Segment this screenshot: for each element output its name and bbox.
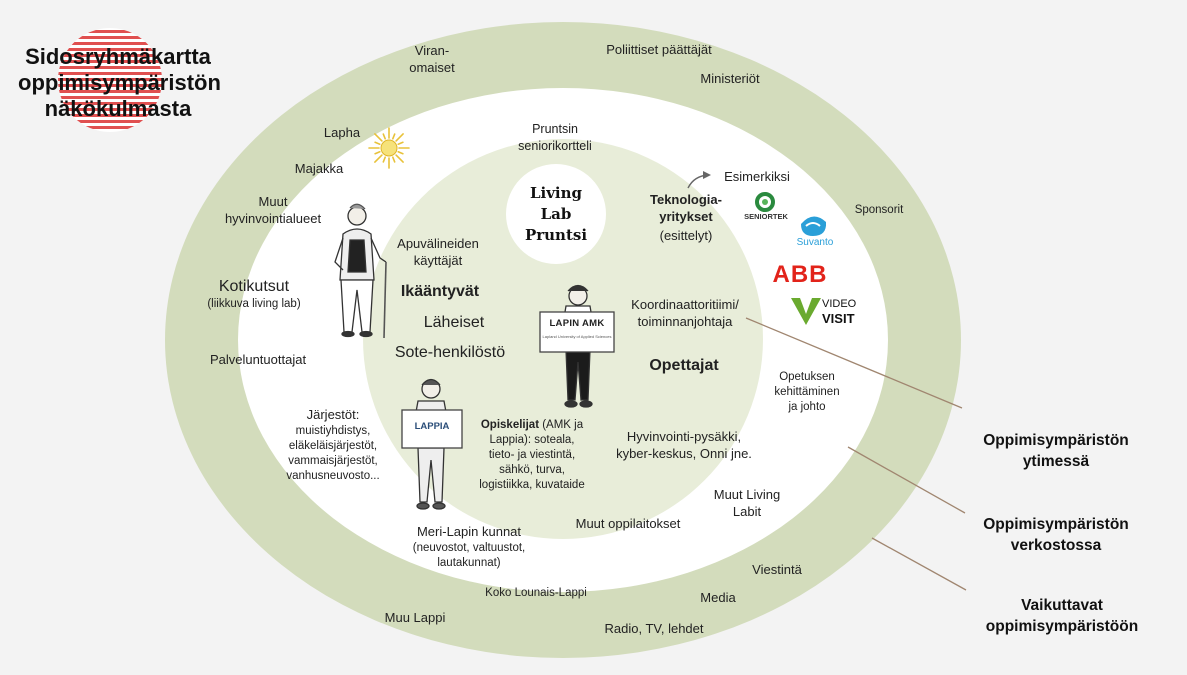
title-stripes: [58, 28, 162, 132]
label-opiskelijat-rest: (AMK ja Lappia): soteala, tieto- ja vies…: [479, 419, 585, 491]
label-poliittiset: Poliittiset päättäjät: [606, 42, 712, 57]
title-stripe: [58, 78, 162, 81]
label-esittelyt: (esittelyt): [659, 228, 713, 243]
suvanto-logo-text: Suvanto: [796, 237, 834, 248]
title-stripe: [58, 84, 162, 87]
videovisit-logo-video: VIDEO: [822, 298, 857, 310]
label-esimerkiksi: Esimerkiksi: [724, 169, 790, 184]
connector-affecting: [871, 537, 967, 591]
connector-network: [847, 446, 966, 514]
sun-ray: [395, 133, 404, 142]
title-stripe: [58, 54, 162, 57]
sun-ray: [395, 154, 404, 163]
label-opiskelijat: Opiskelijat (AMK ja Lappia): soteala, ti…: [470, 418, 594, 493]
title-stripe: [58, 48, 162, 51]
title-stripe: [58, 90, 162, 93]
seniortek-logo: [755, 192, 775, 212]
title-stripe: [58, 42, 162, 45]
sun-ray: [391, 133, 396, 140]
sun-ray: [374, 150, 381, 155]
label-palveluntuottajat: Palveluntuottajat: [209, 352, 307, 367]
title-stripe: [58, 36, 162, 39]
label-koordinaattoritiimi: Koordinaattoritiimi/ toiminnanjohtaja: [631, 297, 739, 329]
teacher-illustration: [539, 284, 615, 408]
lapin-amk-sign: LAPIN AMK: [549, 318, 605, 329]
label-muut-oppilaitokset: Muut oppilaitokset: [575, 516, 681, 531]
sun-ray: [374, 154, 383, 163]
title-stripe: [58, 30, 162, 33]
sun-ray: [382, 156, 387, 163]
curved-arrow-icon: [687, 171, 711, 189]
label-jarjestot: Järjestöt:: [306, 407, 360, 422]
label-koko-lounais-lappi: Koko Lounais-Lappi: [485, 587, 587, 599]
videovisit-logo: [791, 298, 821, 325]
sun-ray: [391, 156, 396, 163]
legend-affecting: Vaikuttavat oppimisympäristöön: [985, 597, 1139, 635]
student-illustration: [401, 378, 463, 510]
label-kotikutsut: Kotikutsut: [218, 278, 290, 295]
center-title: Living Lab Pruntsi: [524, 184, 588, 244]
page-title: Sidosryhmäkartta oppimisympäristön näkök…: [18, 44, 221, 121]
connector-core: [745, 317, 963, 409]
label-kotikutsut-sub: (liikkuva living lab): [207, 298, 301, 310]
suvanto-logo: [801, 216, 827, 236]
legend-core: Oppimisympäristön ytimessä: [983, 432, 1129, 470]
label-majakka: Majakka: [294, 161, 344, 176]
sun-ray: [374, 141, 381, 146]
title-stripe: [58, 60, 162, 63]
title-stripe: [58, 96, 162, 99]
title-stripe: [58, 66, 162, 69]
title-stripe: [58, 108, 162, 111]
label-viestinta: Viestintä: [752, 562, 802, 577]
center-circle: [506, 164, 606, 264]
label-teknologiayritykset: Teknologia- yritykset: [650, 192, 722, 224]
sun-ray: [397, 150, 404, 155]
title-stripe: [58, 72, 162, 75]
title-stripe: [58, 102, 162, 105]
label-ikaantyvat: Ikääntyvät: [400, 283, 480, 300]
title-stripe: [58, 114, 162, 117]
videovisit-logo-visit: VISIT: [822, 311, 855, 326]
sun-ray: [397, 141, 404, 146]
sun-ray: [374, 133, 383, 142]
label-muu-lappi: Muu Lappi: [384, 610, 446, 625]
label-jarjestot-list: muistiyhdistys, eläkeläisjärjestöt, vamm…: [286, 425, 380, 482]
label-muut-living-labit: Muut Living Labit: [713, 487, 781, 519]
label-opettajat: Opettajat: [649, 357, 719, 374]
label-opetuksen-kehittaminen: Opetuksen kehittäminen ja johto: [774, 371, 840, 413]
label-meri-lappi-sub: (neuvostot, valtuustot, lautakunnat): [412, 542, 526, 569]
label-viranomaiset: Viran- omaiset: [409, 43, 455, 75]
label-meri-lappi: Meri-Lapin kunnat: [416, 524, 522, 539]
label-pruntsin-kortteli: Pruntsin seniorikortteli: [518, 122, 592, 153]
title-stripe: [58, 120, 162, 123]
label-apuvalineiden: Apuvälineiden käyttäjät: [397, 236, 479, 268]
sun-ray: [382, 133, 387, 140]
label-sponsorit: Sponsorit: [854, 204, 904, 216]
label-sote-henkilosto: Sote-henkilöstö: [394, 344, 506, 361]
seniortek-logo-text: SENIORTEK: [744, 212, 788, 221]
elderly-woman-illustration: [334, 203, 387, 339]
label-ministeriot: Ministeriöt: [700, 71, 760, 86]
abb-logo: ABB: [772, 261, 828, 288]
lappia-sign: LAPPIA: [414, 421, 450, 432]
lapin-amk-sign-sub: Lapland University of Applied Sciences: [542, 334, 612, 339]
label-hyvinvointi-pysakki: Hyvinvointi-pysäkki, kyber-keskus, Onni …: [616, 429, 752, 461]
label-laheiset: Läheiset: [423, 314, 485, 331]
label-lapha: Lapha: [323, 125, 361, 140]
center-label: Living Lab Pruntsi: [515, 183, 597, 246]
label-radio: Radio, TV, lehdet: [604, 621, 704, 636]
legend-network: Oppimisympäristön verkostossa: [983, 516, 1129, 554]
label-opiskelijat-bold: Opiskelijat: [480, 419, 540, 431]
sun-icon: [368, 127, 410, 169]
title-stripe: [58, 126, 162, 129]
label-media: Media: [700, 590, 736, 605]
label-muut-hyvinvointialueet: Muut hyvinvointialueet: [224, 194, 322, 226]
